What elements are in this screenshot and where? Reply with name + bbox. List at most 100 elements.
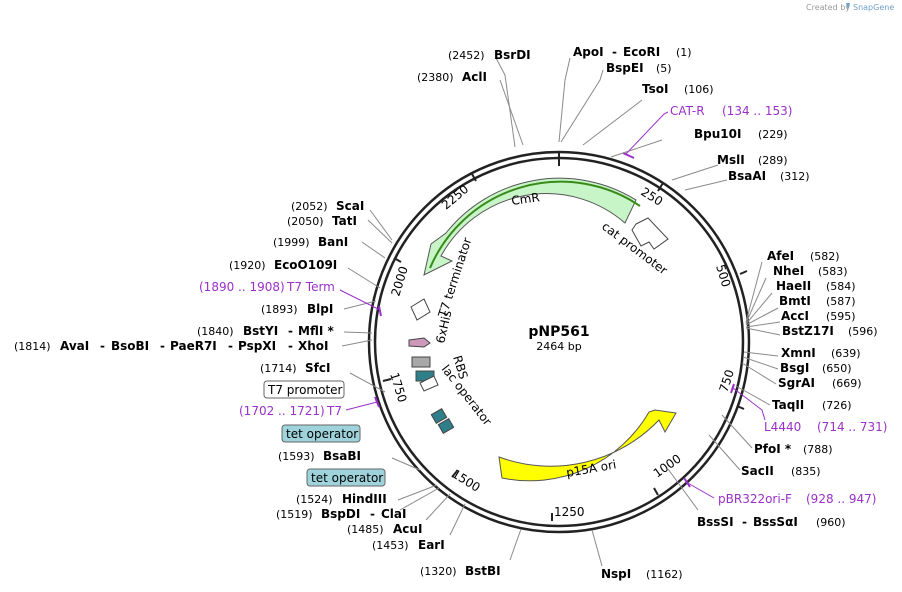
- primer-t7-term[interactable]: (1890 .. 1908) T7 Term: [199, 280, 335, 294]
- site-bspdi-clai[interactable]: (1519) BspDI - ClaI: [276, 507, 406, 521]
- site-eari[interactable]: (1453) EarI: [372, 538, 445, 552]
- site-avai-pos: (1814): [14, 340, 51, 353]
- primer-pbr322ori-f-name: pBR322ori-F: [718, 492, 792, 506]
- site-sacii-pos: (835): [791, 465, 821, 478]
- rbs-label: RBS: [450, 354, 470, 381]
- t7-promoter-box: [263, 380, 345, 399]
- site-bspei-name: BspEI: [606, 61, 644, 75]
- p15a-ori-arrow[interactable]: [498, 409, 677, 482]
- site-bsaai-pos: (312): [780, 170, 810, 183]
- site-ecori-name: EcoRI: [623, 45, 660, 59]
- his-tag-arrow[interactable]: [410, 298, 431, 321]
- site-bspdi-sep: -: [370, 507, 375, 521]
- site-bstbi[interactable]: (1320) BstBI: [420, 564, 501, 578]
- cat-promoter-arrow[interactable]: [631, 217, 669, 250]
- primer-leader-lines: [339, 111, 766, 499]
- site-sgrai-pos: (669): [832, 377, 862, 390]
- site-hindiii-pos: (1524): [296, 493, 333, 506]
- site-afei[interactable]: AfeI (582): [767, 249, 840, 263]
- tet-operator-box-1[interactable]: [430, 407, 448, 425]
- site-bstyi-mfli[interactable]: (1840) BstYI - MflI *: [197, 324, 334, 338]
- site-pfoi-name: PfoI *: [754, 442, 792, 456]
- site-sfci[interactable]: (1714) SfcI: [260, 361, 330, 375]
- site-msli[interactable]: MslI (289): [717, 153, 788, 167]
- site-bsssi[interactable]: BssSI - BssSαI (960): [697, 515, 846, 529]
- site-sgrai[interactable]: SgrAI (669): [778, 376, 862, 390]
- tet-operator-2-box: [306, 468, 386, 487]
- site-acui-pos: (1485): [347, 523, 384, 536]
- site-eari-name: EarI: [418, 538, 445, 552]
- site-bmti-pos: (587): [826, 295, 856, 308]
- site-bani[interactable]: (1999) BanI: [273, 235, 348, 249]
- site-acui[interactable]: (1485) AcuI: [347, 522, 422, 536]
- tick-label-1000: 1000: [651, 451, 684, 480]
- lac-promoter-arrow[interactable]: [419, 375, 439, 392]
- site-bsssi-name: BssSI: [697, 515, 734, 529]
- site-tsoi[interactable]: TsoI (106): [642, 82, 714, 96]
- site-bspei[interactable]: BspEI (5): [606, 61, 672, 75]
- site-acli-name: AclI: [462, 70, 487, 84]
- site-blpi[interactable]: (1893) BlpI: [261, 302, 333, 316]
- site-pspxi-name: PspXI: [238, 339, 276, 353]
- site-bmti[interactable]: BmtI (587): [779, 294, 856, 308]
- site-bsgi[interactable]: BsgI (650): [780, 361, 852, 375]
- site-avai-sep-3: -: [228, 339, 233, 353]
- site-eco0109i-pos: (1920): [229, 259, 266, 272]
- site-taqii[interactable]: TaqII (726): [772, 398, 852, 412]
- site-blpi-pos: (1893): [261, 303, 298, 316]
- site-acci[interactable]: AccI (595): [781, 309, 856, 323]
- site-tati[interactable]: (2050) TatI: [287, 214, 357, 228]
- cmr-feature-arrow[interactable]: [423, 177, 637, 276]
- site-bpu10i-name: Bpu10I: [694, 127, 741, 141]
- site-bsgi-name: BsgI: [780, 361, 809, 375]
- site-bsrdi[interactable]: (2452) BsrDI: [448, 48, 531, 62]
- site-bstz17i[interactable]: BstZ17I (596): [782, 324, 878, 338]
- site-eco0109i[interactable]: (1920) EcoO109I: [229, 258, 337, 272]
- site-bsabi-name: BsaBI: [323, 449, 361, 463]
- feature-t7-promoter[interactable]: T7 promoter: [263, 380, 345, 399]
- site-sacii[interactable]: SacII (835): [741, 464, 821, 478]
- site-hindiii[interactable]: (1524) HindIII: [296, 492, 387, 506]
- site-scai[interactable]: (2052) ScaI: [291, 199, 364, 213]
- site-bstz17i-pos: (596): [848, 325, 878, 338]
- site-haeii[interactable]: HaeII (584): [776, 279, 856, 293]
- p15a-ori-label: p15A ori: [565, 457, 617, 480]
- site-eco0109i-name: EcoO109I: [274, 258, 337, 272]
- site-pfoi-pos: (788): [803, 443, 833, 456]
- site-avai-group[interactable]: (1814) AvaI - BsoBI - PaeR7I - PspXI - X…: [14, 339, 329, 353]
- tick-label-1250: 1250: [554, 505, 585, 519]
- tet-operator-box-2[interactable]: [437, 417, 455, 435]
- site-pfoi[interactable]: PfoI * (788): [754, 442, 833, 456]
- site-bsaai[interactable]: BsaAI (312): [728, 169, 810, 183]
- site-xmni[interactable]: XmnI (639): [781, 346, 861, 360]
- site-xmni-name: XmnI: [781, 346, 816, 360]
- site-bsabi[interactable]: (1593) BsaBI: [278, 449, 361, 463]
- primer-pbr322ori-f[interactable]: pBR322ori-F (928 .. 947): [718, 492, 876, 506]
- site-sacii-name: SacII: [741, 464, 774, 478]
- site-acli[interactable]: (2380) AclI: [417, 70, 487, 84]
- site-mfli-name: MflI *: [298, 324, 334, 338]
- site-nhei[interactable]: NheI (583): [773, 264, 848, 278]
- site-apoi-ecori[interactable]: ApoI - EcoRI (1): [573, 45, 692, 59]
- site-bsrdi-pos: (2452): [448, 49, 485, 62]
- feature-tet-operator-2[interactable]: tet operator: [306, 468, 386, 487]
- primer-t7[interactable]: (1702 .. 1721) T7: [239, 404, 342, 418]
- plasmid-name: pNP561: [528, 324, 589, 340]
- t7-promoter-label: T7 promoter: [267, 383, 343, 397]
- his-tag-box[interactable]: [408, 337, 431, 348]
- watermark-brand: SnapGene: [853, 3, 894, 12]
- site-nspi[interactable]: NspI (1162): [601, 567, 683, 581]
- primer-l4440[interactable]: L4440 (714 .. 731): [764, 420, 887, 434]
- site-bpu10i[interactable]: Bpu10I (229): [694, 127, 788, 141]
- site-haeii-pos: (584): [826, 280, 856, 293]
- primer-cat-r-range: (134 .. 153): [722, 104, 792, 118]
- site-sfci-name: SfcI: [305, 361, 330, 375]
- site-haeii-name: HaeII: [776, 279, 811, 293]
- tet-operator-1-label: tet operator: [286, 427, 358, 441]
- feature-tet-operator-1[interactable]: tet operator: [281, 424, 361, 443]
- tick-label-750: 750: [717, 368, 737, 394]
- rbs-box[interactable]: [411, 356, 431, 368]
- primer-cat-r[interactable]: CAT-R (134 .. 153): [670, 104, 792, 118]
- cmr-highlight: [429, 180, 641, 269]
- site-nhei-name: NheI: [773, 264, 804, 278]
